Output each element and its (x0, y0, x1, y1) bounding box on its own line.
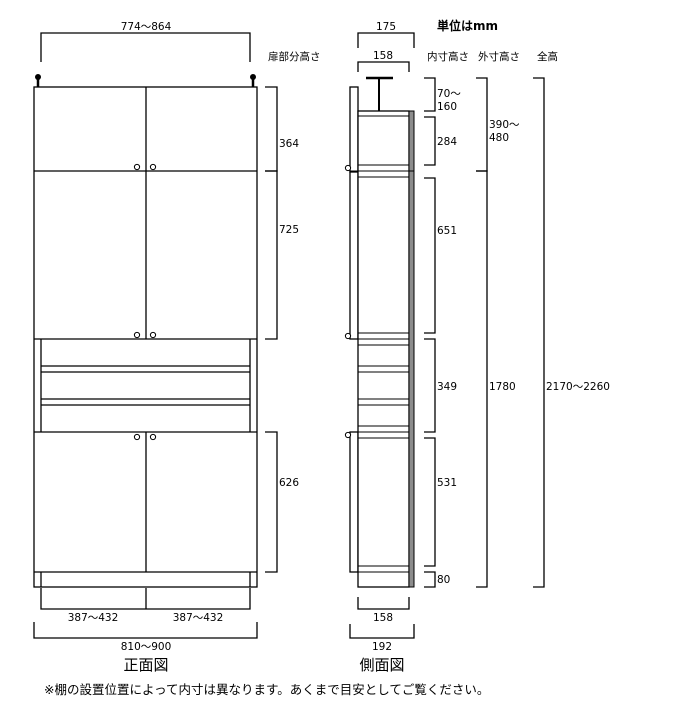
inner-width-left: 387～432 (68, 612, 119, 624)
door-height-heading: 扉部分高さ (268, 50, 321, 63)
front-view: 774～864 (33, 21, 321, 674)
unit-label: 単位はmm (437, 18, 498, 33)
door-height-lower: 626 (279, 477, 299, 489)
top-span-bracket (40, 32, 251, 62)
depth-outer-bottom: 192 (372, 641, 392, 653)
outer-height-1780: 1780 (489, 381, 516, 393)
inner-height-top-b: 160 (437, 101, 457, 113)
inner-height-349: 349 (437, 381, 457, 393)
inner-width-right: 387～432 (173, 612, 224, 624)
front-view-title: 正面図 (123, 656, 168, 674)
door-height-upper: 364 (279, 138, 299, 150)
knob-icon (149, 331, 157, 339)
side-shelves (350, 115, 414, 573)
outer-height-b: 480 (489, 132, 509, 144)
total-width-label: 810～900 (121, 641, 172, 653)
ceiling-adjuster-right (250, 74, 256, 87)
outer-height-heading: 外寸高さ (478, 50, 520, 63)
inner-height-284: 284 (437, 136, 457, 148)
door-side (349, 431, 359, 573)
knob-icon (133, 433, 141, 441)
knob-icon (133, 331, 141, 339)
side-view: 175 158 (344, 18, 610, 674)
inner-height-top-a: 70～ (437, 88, 461, 100)
door-side (349, 86, 359, 173)
total-height-label: 2170～2260 (546, 381, 610, 393)
depth-outer-top: 175 (376, 21, 396, 33)
knob-icon (149, 433, 157, 441)
side-view-title: 側面図 (359, 656, 404, 674)
knob-icon (149, 163, 157, 171)
cabinet-body-side (357, 110, 410, 588)
depth-inner-top: 158 (373, 50, 393, 62)
outer-height-a: 390～ (489, 119, 520, 131)
depth-inner-bottom: 158 (373, 612, 393, 624)
total-height-heading: 全高 (537, 50, 558, 63)
door-height-middle: 725 (279, 224, 299, 236)
top-span-label: 774～864 (121, 21, 172, 33)
inner-height-80: 80 (437, 574, 450, 586)
inner-height-531: 531 (437, 477, 457, 489)
footnote: ※棚の設置位置によって内寸は異なります。あくまで目安としてご覧ください。 (44, 682, 489, 697)
door-side (349, 171, 359, 340)
inner-height-heading: 内寸高さ (427, 50, 469, 63)
back-panel (408, 110, 415, 588)
inner-height-651: 651 (437, 225, 457, 237)
ceiling-adjuster-left (35, 74, 41, 87)
knob-icon (133, 163, 141, 171)
open-shelves (41, 365, 250, 406)
